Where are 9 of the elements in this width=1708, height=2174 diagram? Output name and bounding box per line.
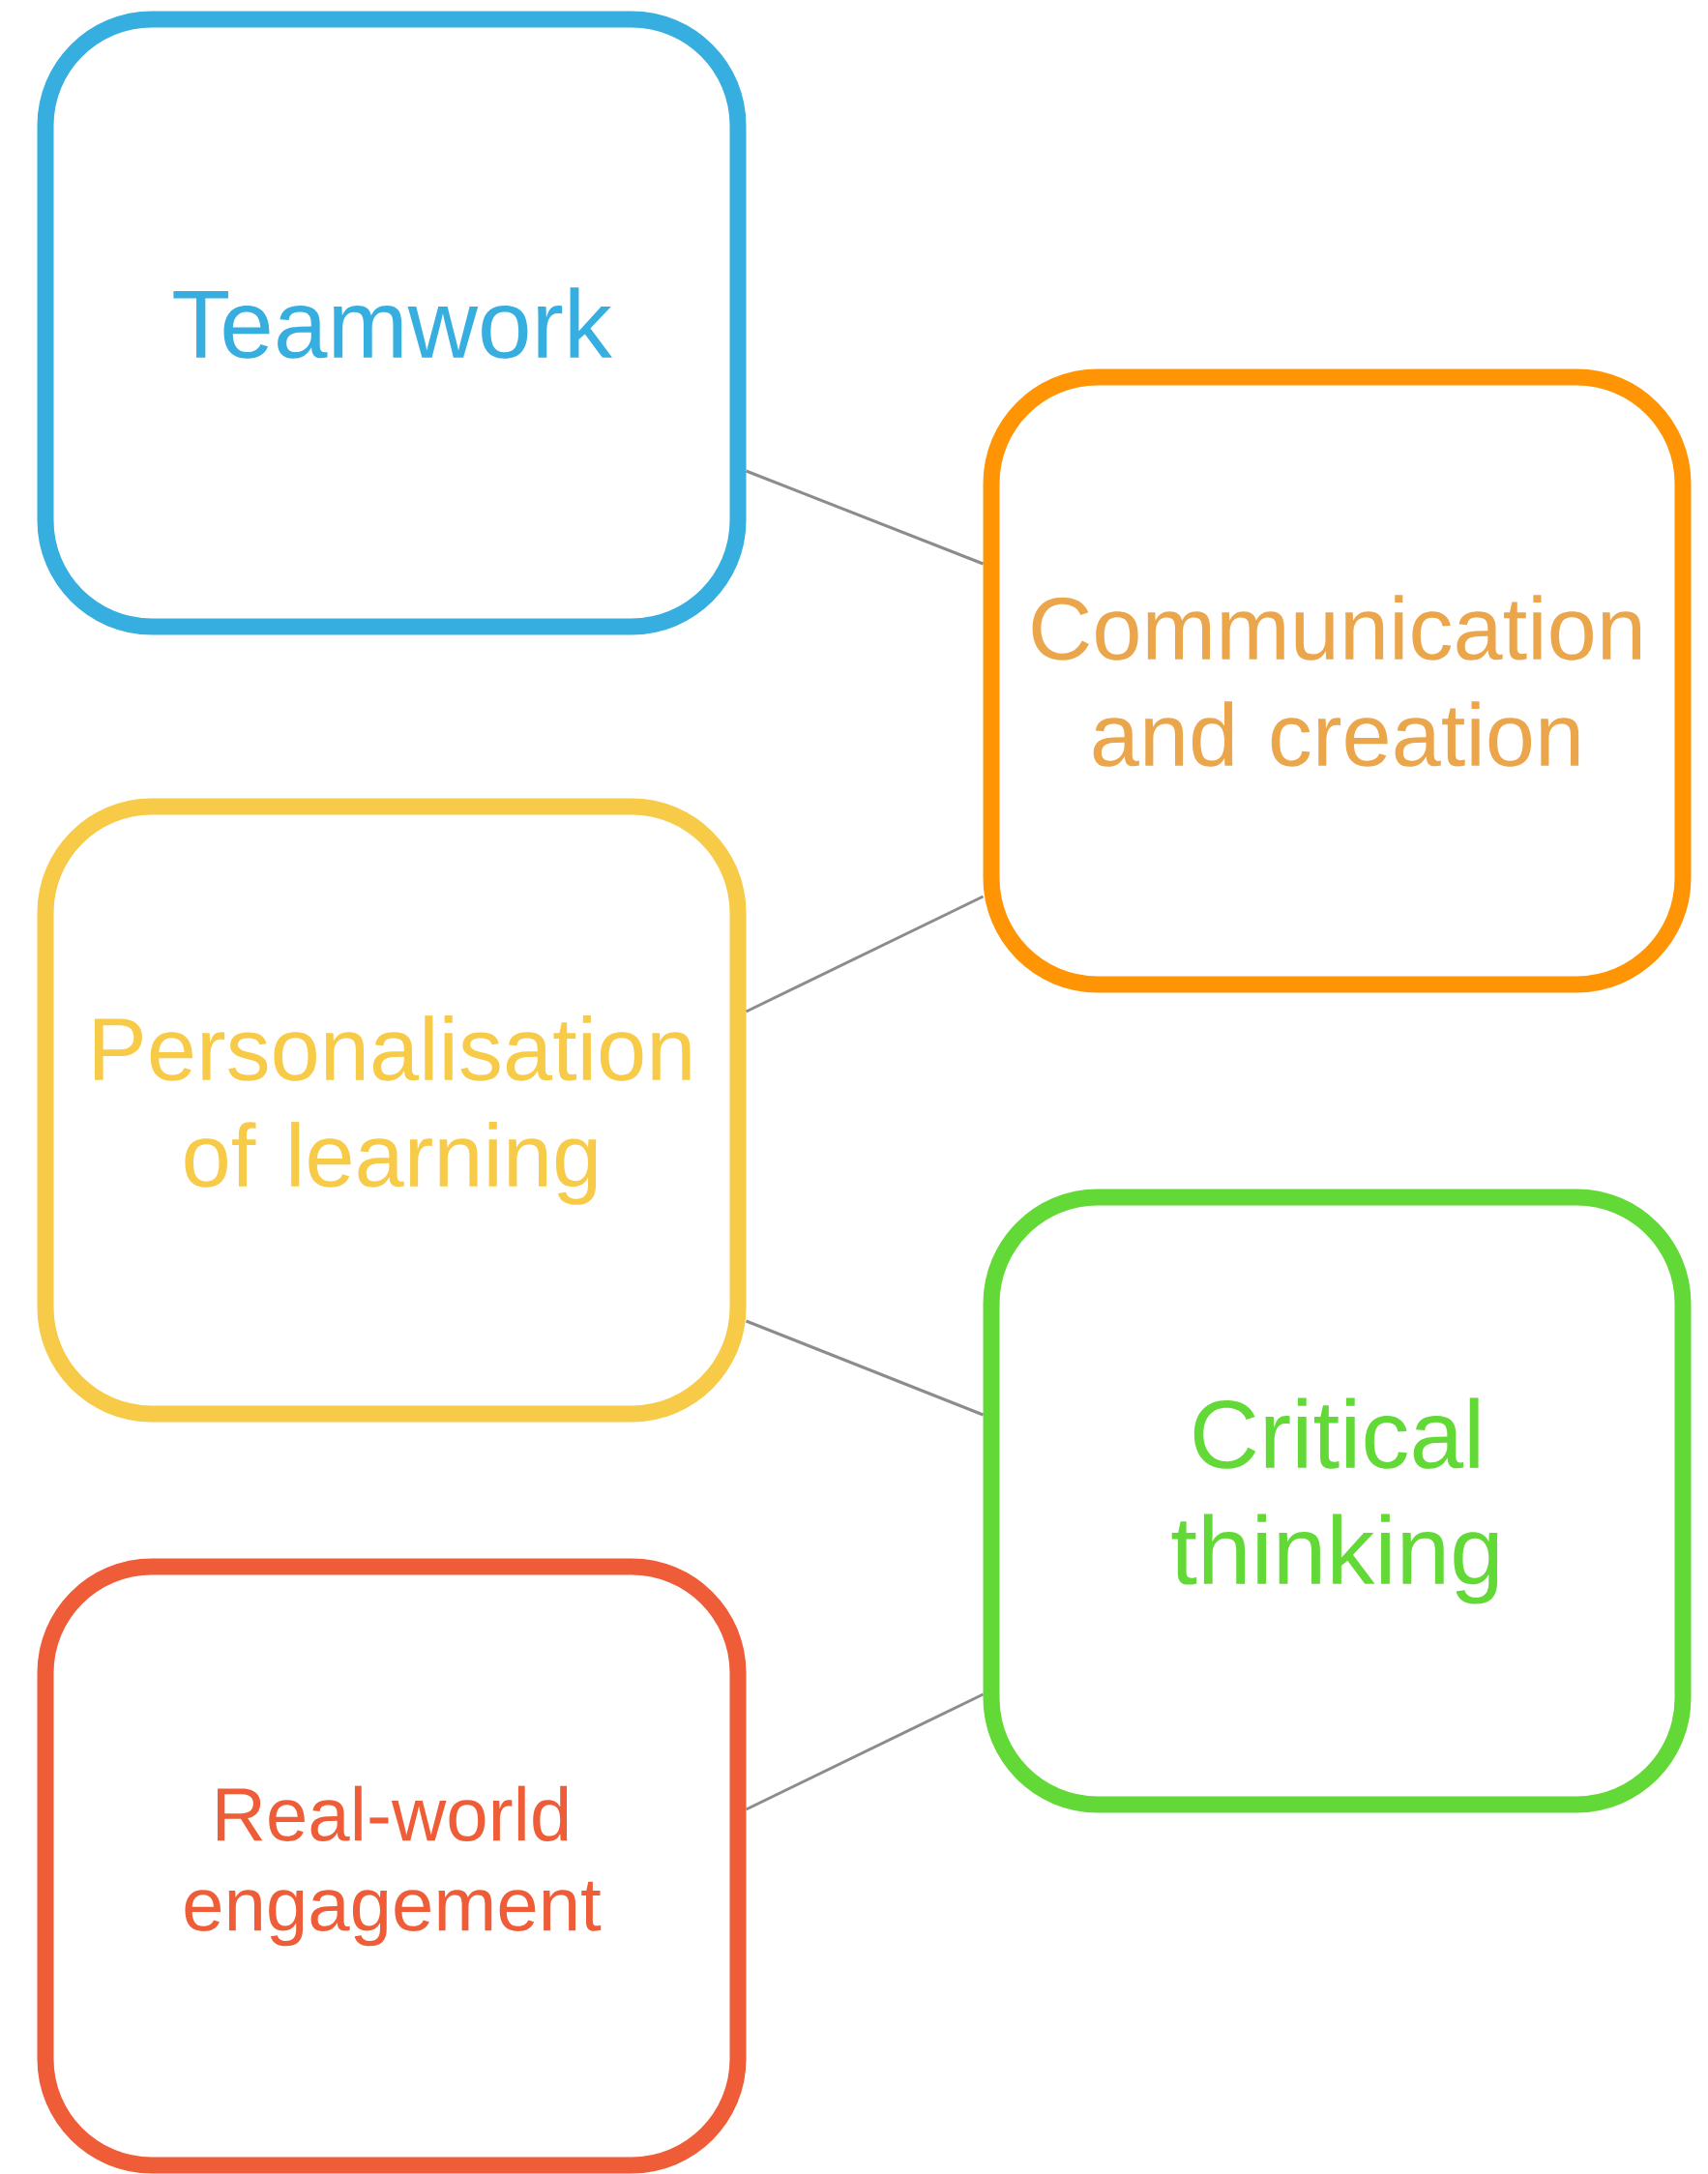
text-box: Critical thinking — [983, 1189, 1692, 1813]
connector-line — [745, 1319, 985, 1417]
text-box: Personalisation of learning — [37, 798, 747, 1423]
connector-line — [745, 895, 985, 1014]
text-box: Teamwork — [37, 11, 747, 635]
text-box: Real-world engagement — [37, 1558, 747, 2174]
connector-line — [745, 469, 985, 566]
connector-line — [745, 1692, 985, 1811]
text-box: Communication and creation — [983, 368, 1692, 993]
